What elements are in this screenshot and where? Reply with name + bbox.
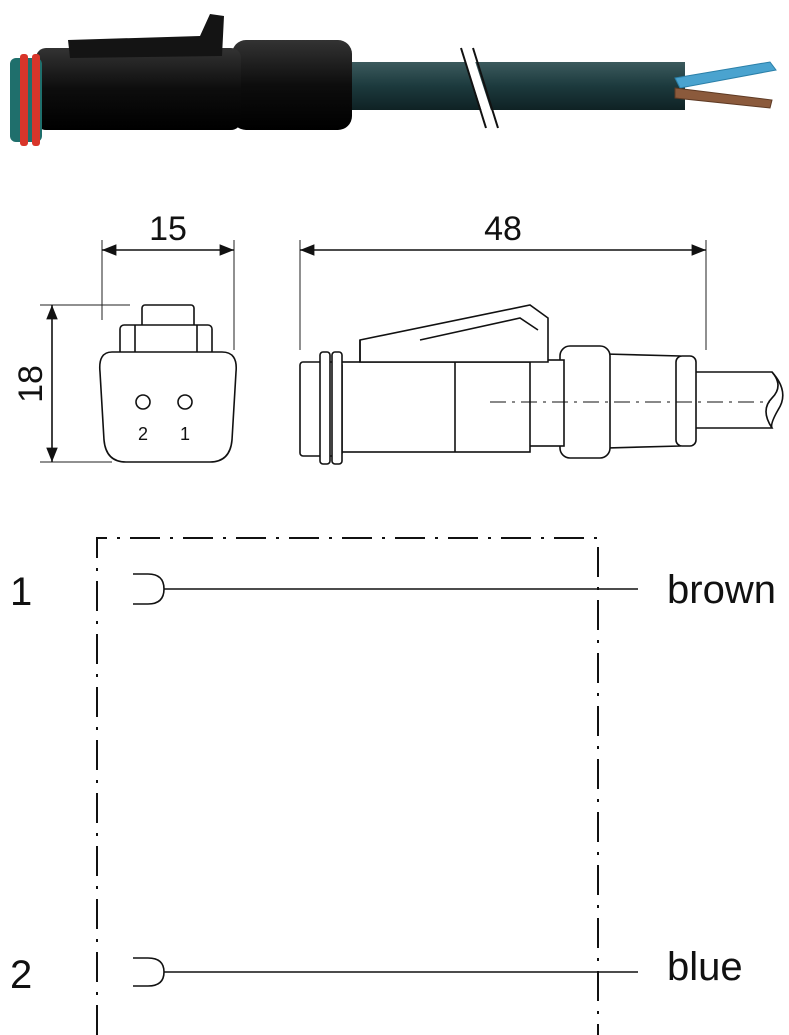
housing-boundary: [96, 537, 599, 1035]
width-dimension: 15: [149, 210, 187, 248]
contact-1-icon: [133, 573, 165, 605]
wire-2-color-label: blue: [667, 945, 743, 989]
pin-2-hole: [135, 394, 151, 410]
back-shell: [232, 40, 352, 130]
length-dimension: 48: [484, 210, 522, 248]
pin-1-number: 1: [180, 424, 190, 444]
pin-2-number: 2: [138, 424, 148, 444]
cable: [335, 62, 685, 110]
front-view: [40, 240, 238, 463]
seal-ring: [32, 54, 40, 146]
latch: [68, 14, 224, 58]
seal-ring: [20, 54, 28, 146]
product-photo: [10, 14, 777, 146]
wire-1-color-label: brown: [667, 568, 776, 612]
side-view: [299, 240, 784, 465]
wire-brown: [674, 87, 773, 109]
pin-1-hole: [177, 394, 193, 410]
height-dimension: 18: [12, 365, 50, 403]
pin-2-label: 2: [10, 953, 32, 997]
pin-1-label: 1: [10, 570, 32, 614]
connector-body: [36, 48, 241, 130]
break-mark: [460, 46, 499, 130]
contact-2-icon: [133, 957, 165, 987]
wiring-schematic: [96, 537, 638, 1035]
wire-blue: [674, 61, 777, 89]
